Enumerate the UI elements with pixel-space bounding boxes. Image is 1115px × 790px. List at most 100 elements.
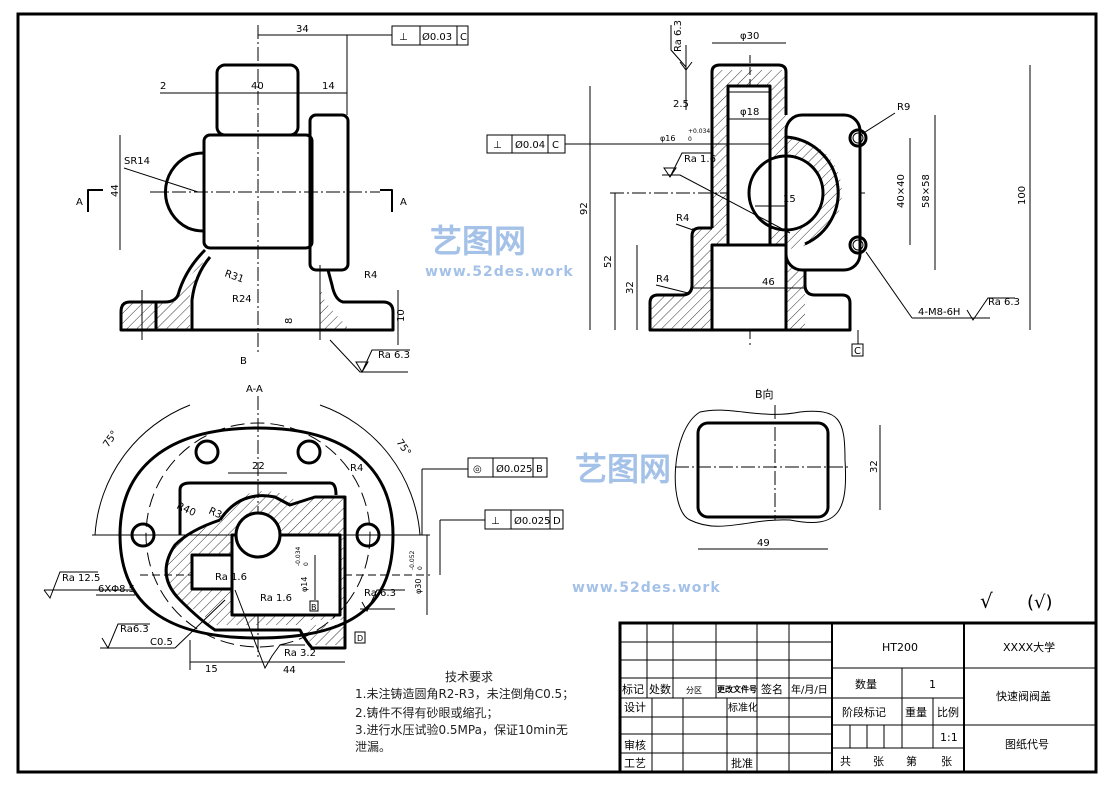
dim-phi30: φ30 [740, 31, 759, 42]
drawing-label: 比例 [937, 705, 959, 719]
dim-75deg-left: 75° [101, 429, 120, 450]
dim-r4: R4 [364, 270, 377, 281]
watermark: 艺图网 www.52des.work 艺图网 www.52des.work [425, 222, 721, 596]
section-mark-a-right: A [400, 197, 407, 208]
outer-flange [118, 426, 395, 640]
drawing-label: 0 [303, 562, 310, 566]
drawing-label: 共 [840, 755, 851, 768]
dim-sr14: SR14 [124, 156, 150, 167]
cross-bore [747, 154, 825, 232]
dim-52: 52 [603, 255, 614, 268]
dim-92: 92 [579, 202, 590, 215]
roughness-ra63-left: Ra6.3 [120, 624, 149, 635]
dim-32: 32 [625, 281, 636, 294]
dim-r4-upper: R4 [676, 213, 689, 224]
drawing-label: 3.进行水压试验0.5MPa，保证10min无 [355, 722, 568, 737]
drawing-label: 1.未注铸造圆角R2-R3，未注倒角C0.5； [355, 686, 574, 701]
dim-phi30: φ30 [414, 579, 423, 594]
drawing-label: Ø0.04 [515, 139, 545, 151]
dim-44: 44 [283, 665, 296, 676]
dim-100: 100 [1017, 186, 1028, 205]
tolerance-frame-perp-003: ⊥ Ø0.03 C [391, 25, 469, 46]
drawing-label: +0.034 [688, 128, 710, 135]
drawing-label: 标记 [622, 682, 644, 696]
dim-40x40: 40×40 [896, 174, 907, 208]
dim-2-5: 2.5 [673, 99, 689, 110]
dim-4-m8-6h: 4-M8-6H [918, 307, 960, 318]
roughness-ra125: Ra 12.5 [62, 573, 100, 584]
drawing-label: 处数 [649, 683, 671, 696]
tech-req-title: 技术要求 [445, 670, 493, 684]
drawing-label: 2.铸件不得有砂眼或缩孔； [355, 705, 498, 720]
drawing-label: C [552, 140, 559, 151]
drawing-label: ⊥ [399, 32, 408, 43]
dim-58x58: 58×58 [921, 174, 932, 208]
drawing-label: 艺图网 [575, 450, 671, 488]
tolerance-frame-perp-0025: ⊥ Ø0.025 D [484, 509, 564, 530]
school-name: XXXX大学 [1003, 640, 1055, 654]
roughness-ra63-holes: Ra 6.3 [988, 297, 1020, 308]
drawing-label: 签名 [761, 682, 783, 696]
section-title: A-A [246, 384, 263, 395]
drawing-label: B [536, 464, 543, 475]
drawing-label: ⊥ [493, 140, 502, 151]
roughness-ra16: Ra 1.6 [684, 154, 716, 165]
drawing-label: 阶段标记 [842, 705, 886, 719]
datum-b-label: B [311, 603, 317, 612]
dim-r40: R40 [175, 501, 197, 519]
drawing-label: 张 [941, 755, 952, 768]
base-hatch-right [320, 285, 350, 330]
drawing-label: 更改文件号 [717, 684, 757, 694]
dim-75deg-right: 75° [394, 437, 413, 458]
base-outline [119, 248, 395, 332]
roughness-ra63-top: Ra 6.3 [673, 20, 684, 52]
drawing-label: 艺图网 [430, 222, 526, 260]
lower-body-outline [648, 226, 852, 332]
section-body [164, 494, 347, 650]
dim-34: 34 [296, 24, 309, 35]
drawing-label: 第 [906, 754, 917, 768]
quantity-value: 1 [929, 678, 936, 691]
datum-c-label: C [854, 346, 861, 357]
dim-44: 44 [110, 184, 121, 197]
drawing-label: -0.034 [295, 546, 302, 566]
dim-32: 32 [869, 460, 880, 473]
drawing-label: 批准 [731, 756, 753, 770]
scale-value: 1:1 [940, 731, 958, 744]
roughness-ra63-right: Ra 6.3 [364, 588, 396, 599]
dim-40: 40 [251, 81, 264, 92]
drawing-label: C [460, 32, 467, 43]
dim-22: 22 [252, 461, 265, 472]
drawing-label: 分区 [686, 686, 702, 695]
roughness-ra16-a: Ra 1.6 [215, 572, 247, 583]
b-view-title: B向 [755, 387, 774, 401]
section-view-a-a: A-A 15 44 22 75° 75° R4 R40 R3 6XΦ8.5 C0… [43, 384, 564, 676]
drawing-label: 重量 [905, 705, 927, 719]
inner-neck [190, 256, 212, 330]
dim-46: 46 [762, 277, 775, 288]
drawing-label: 年/月/日 [791, 683, 828, 696]
main-body [202, 133, 314, 250]
dim-15: 15 [783, 194, 796, 205]
dim-2: 2 [160, 81, 166, 92]
dim-r31: R31 [223, 268, 245, 285]
section-mark-a-left: A [76, 197, 83, 208]
dim-r24: R24 [232, 294, 252, 305]
spherical-boss [164, 151, 205, 233]
drawing-label: 0 [417, 566, 424, 570]
side-view: φ30 2.5 φ18 φ16 +0.034 0 R9 15 40×40 58×… [486, 20, 1031, 357]
drawing-label: 审核 [624, 738, 646, 752]
roughness-ra32: Ra 3.2 [284, 648, 316, 659]
tolerance-frame-concentric: ◎ Ø0.025 B [467, 457, 548, 478]
dim-r4: R4 [350, 463, 363, 474]
column-outline [710, 63, 788, 228]
part-name: 快速阀阀盖 [996, 689, 1051, 703]
dim-8: 8 [284, 318, 295, 324]
drawing-label: www.52des.work [425, 264, 574, 280]
drawing-label: 数量 [855, 678, 877, 691]
dim-c05: C0.5 [150, 637, 173, 648]
drawing-label: www.52des.work [572, 580, 721, 596]
drawing-label: Ø0.03 [422, 31, 452, 43]
dim-r3: R3 [207, 506, 224, 522]
